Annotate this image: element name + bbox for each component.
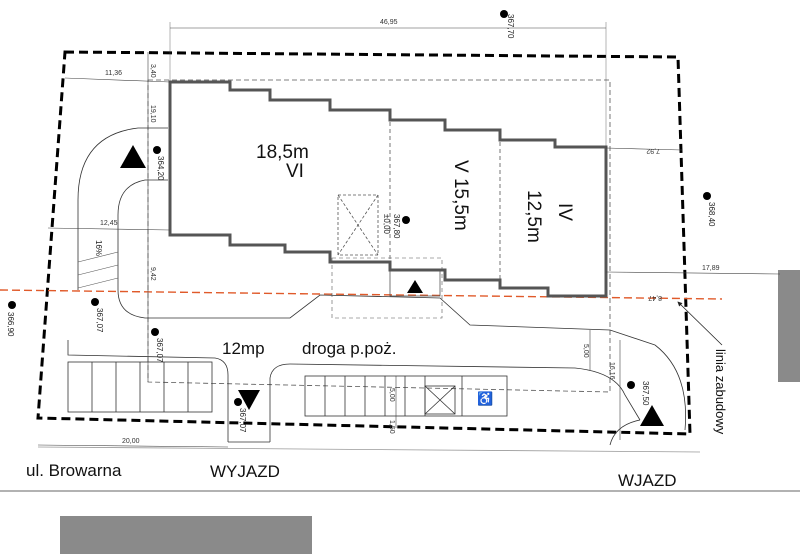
section-height-vi: 18,5m — [256, 142, 309, 163]
dim-left-gap-a: 3,40 — [149, 64, 156, 78]
dim-line-right-upper — [605, 147, 683, 151]
level-ramp-top: 364,20 — [156, 156, 165, 181]
ramp-direction-arrow — [120, 145, 146, 168]
road-upper-edge — [117, 289, 656, 346]
sidewalk-edge — [37, 446, 701, 453]
dim-left-lower: 9,42 — [149, 267, 156, 281]
dim-left-top-offset: 11,36 — [105, 70, 122, 77]
section-label-v: V 15,5m — [450, 160, 471, 231]
level-exit: 367,07 — [238, 408, 247, 433]
dim-line-bottom-left — [37, 444, 229, 448]
street-name-label: ul. Browarna — [26, 461, 122, 480]
section-roman-iv: IV — [554, 203, 575, 221]
dim-right-lower: 17,89 — [702, 265, 720, 272]
fire-road-label: droga p.poż. — [302, 339, 397, 358]
dim-right-small: 8,47 — [648, 294, 662, 301]
canopy-outline — [331, 257, 443, 319]
parking-middle — [304, 375, 508, 417]
dim-bottom-left: 20,00 — [122, 438, 140, 445]
level-top: 367,70 — [506, 14, 515, 39]
level-left-edge: 366,90 — [6, 312, 15, 337]
ramp-hatch-3 — [77, 277, 119, 289]
orange-building-line — [0, 289, 723, 300]
dim-left-mid: 12,45 — [100, 220, 118, 227]
level-zero-main: 367,80 — [392, 214, 401, 239]
ramp-hatch-1 — [77, 251, 119, 263]
dim-left-gap-b: 19,10 — [149, 105, 156, 123]
road-lower-edge-2 — [269, 363, 641, 442]
entry-arrow — [640, 405, 664, 426]
level-zero-sub: ±0,00 — [382, 214, 391, 235]
dim-right-upper: 7,92 — [646, 147, 660, 154]
ramp-slope-label: 16% — [94, 240, 103, 256]
section-roman-vi: VI — [286, 161, 304, 182]
level-right: 368,40 — [707, 202, 716, 227]
dim-right-vertical: 16,16 — [608, 362, 615, 380]
building-line-leader — [677, 301, 723, 346]
dim-top-width: 46,95 — [380, 19, 398, 26]
level-marker-symbols — [8, 10, 711, 406]
parking-left — [67, 361, 213, 413]
accessible-parking-icon: ♿ — [477, 391, 493, 406]
dim-line-left-mid — [47, 227, 171, 231]
building-footprint — [168, 80, 608, 298]
core-box — [337, 194, 379, 256]
dim-line-right-lower — [605, 271, 781, 275]
neighbour-building-right — [778, 270, 800, 382]
plot-boundary — [36, 50, 692, 436]
parking-count-label: 12mp — [222, 339, 265, 358]
ramp-hatch-2 — [77, 264, 119, 276]
level-left-b: 367,07 — [155, 338, 164, 363]
level-entry: 367,50 — [641, 381, 650, 406]
dim-road-width: 5,00 — [582, 344, 589, 358]
road-lower-edge — [67, 340, 229, 442]
neighbour-building-bottom — [60, 516, 312, 554]
dim-parking-gap: 1,50 — [388, 420, 395, 434]
dim-parking-depth: 5,00 — [388, 388, 395, 402]
ramp-outer — [77, 127, 168, 290]
exit-arrow — [238, 390, 260, 410]
building-line-label: linia zabudowy — [713, 349, 728, 435]
dim-line-left-top — [64, 77, 171, 83]
exit-label: WYJAZD — [210, 462, 280, 481]
entrance-box — [389, 269, 441, 297]
entrance-arrow — [407, 280, 423, 293]
section-height-iv: 12,5m — [523, 190, 544, 243]
level-left-a: 367,07 — [95, 308, 104, 333]
ramp-inner — [117, 179, 168, 290]
entry-label: WJAZD — [618, 471, 677, 490]
road-right-edge — [654, 344, 686, 431]
